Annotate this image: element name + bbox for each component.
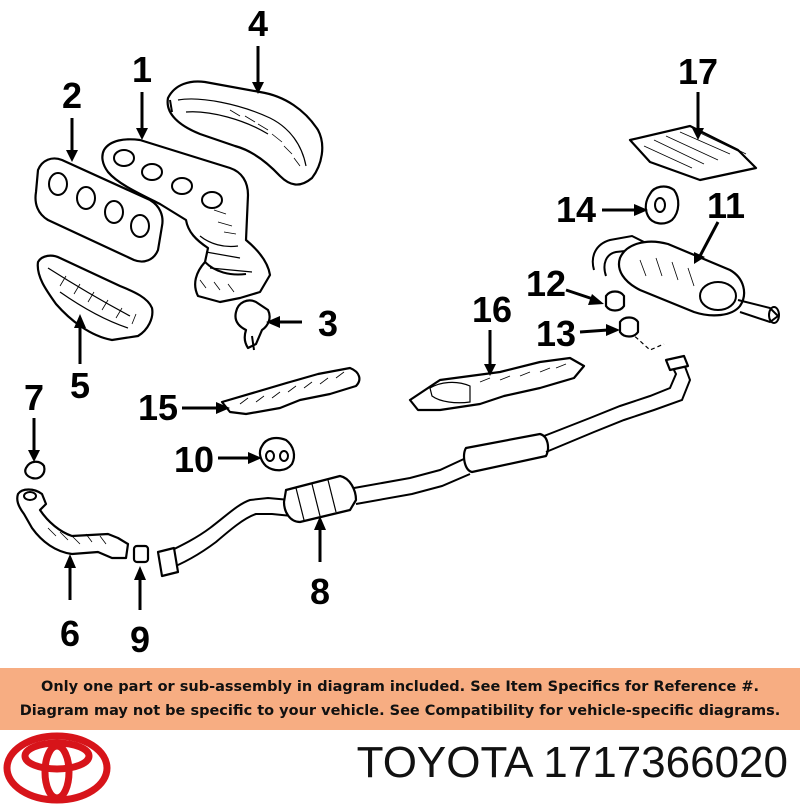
brand-name: TOYOTA <box>356 738 532 787</box>
callout-14: 14 <box>556 189 596 230</box>
callout-3: 3 <box>318 303 338 344</box>
part-8-center-pipe <box>156 331 692 578</box>
callout-15: 15 <box>138 387 178 428</box>
callout-8: 8 <box>310 571 330 612</box>
part-9-gasket <box>132 544 150 564</box>
callout-7: 7 <box>24 377 44 418</box>
part-12-cushion <box>604 290 626 312</box>
notice-line-2: Diagram may not be specific to your vehi… <box>19 703 781 719</box>
notice-banner: Only one part or sub-assembly in diagram… <box>0 668 800 730</box>
part-17-insulator <box>628 124 758 182</box>
part-16-shield <box>408 356 586 412</box>
part-number: 1717366020 <box>543 738 788 787</box>
part-4-heat-shield <box>166 80 324 186</box>
callout-numbers: 4 1 2 3 5 15 10 7 6 9 8 16 17 14 11 12 1… <box>24 3 745 660</box>
part-11-muffler <box>591 234 780 324</box>
callout-4: 4 <box>248 3 268 44</box>
callout-2: 2 <box>62 75 82 116</box>
callout-17: 17 <box>678 51 718 92</box>
part-13-cushion <box>618 316 640 338</box>
footer: TOYOTA 1717366020 <box>0 730 800 804</box>
part-1-exhaust-manifold <box>101 138 272 304</box>
part-2-manifold-gasket <box>34 157 164 263</box>
callout-11: 11 <box>707 185 745 226</box>
part-3-sensor <box>234 299 271 351</box>
callout-13: 13 <box>536 313 576 354</box>
callout-5: 5 <box>70 365 90 406</box>
part-5-lower-heat-shield <box>36 254 154 342</box>
part-15-heat-insulator <box>220 366 361 416</box>
callout-9: 9 <box>130 619 150 660</box>
leader-lines <box>28 46 720 610</box>
brand-part-number: TOYOTA 1717366020 <box>357 738 788 788</box>
part-7-gasket <box>24 460 46 480</box>
callout-1: 1 <box>132 49 152 90</box>
part-10-hanger <box>258 436 296 472</box>
callout-10: 10 <box>174 439 214 480</box>
notice-line-1: Only one part or sub-assembly in diagram… <box>41 679 759 695</box>
exhaust-parts-diagram: 4 1 2 3 5 15 10 7 6 9 8 16 17 14 11 12 1… <box>16 3 780 660</box>
callout-6: 6 <box>60 613 80 654</box>
callout-12: 12 <box>526 263 566 304</box>
toyota-logo-icon <box>3 732 111 804</box>
callout-16: 16 <box>472 289 512 330</box>
part-14-hanger <box>644 185 680 225</box>
part-6-front-pipe <box>16 488 130 560</box>
